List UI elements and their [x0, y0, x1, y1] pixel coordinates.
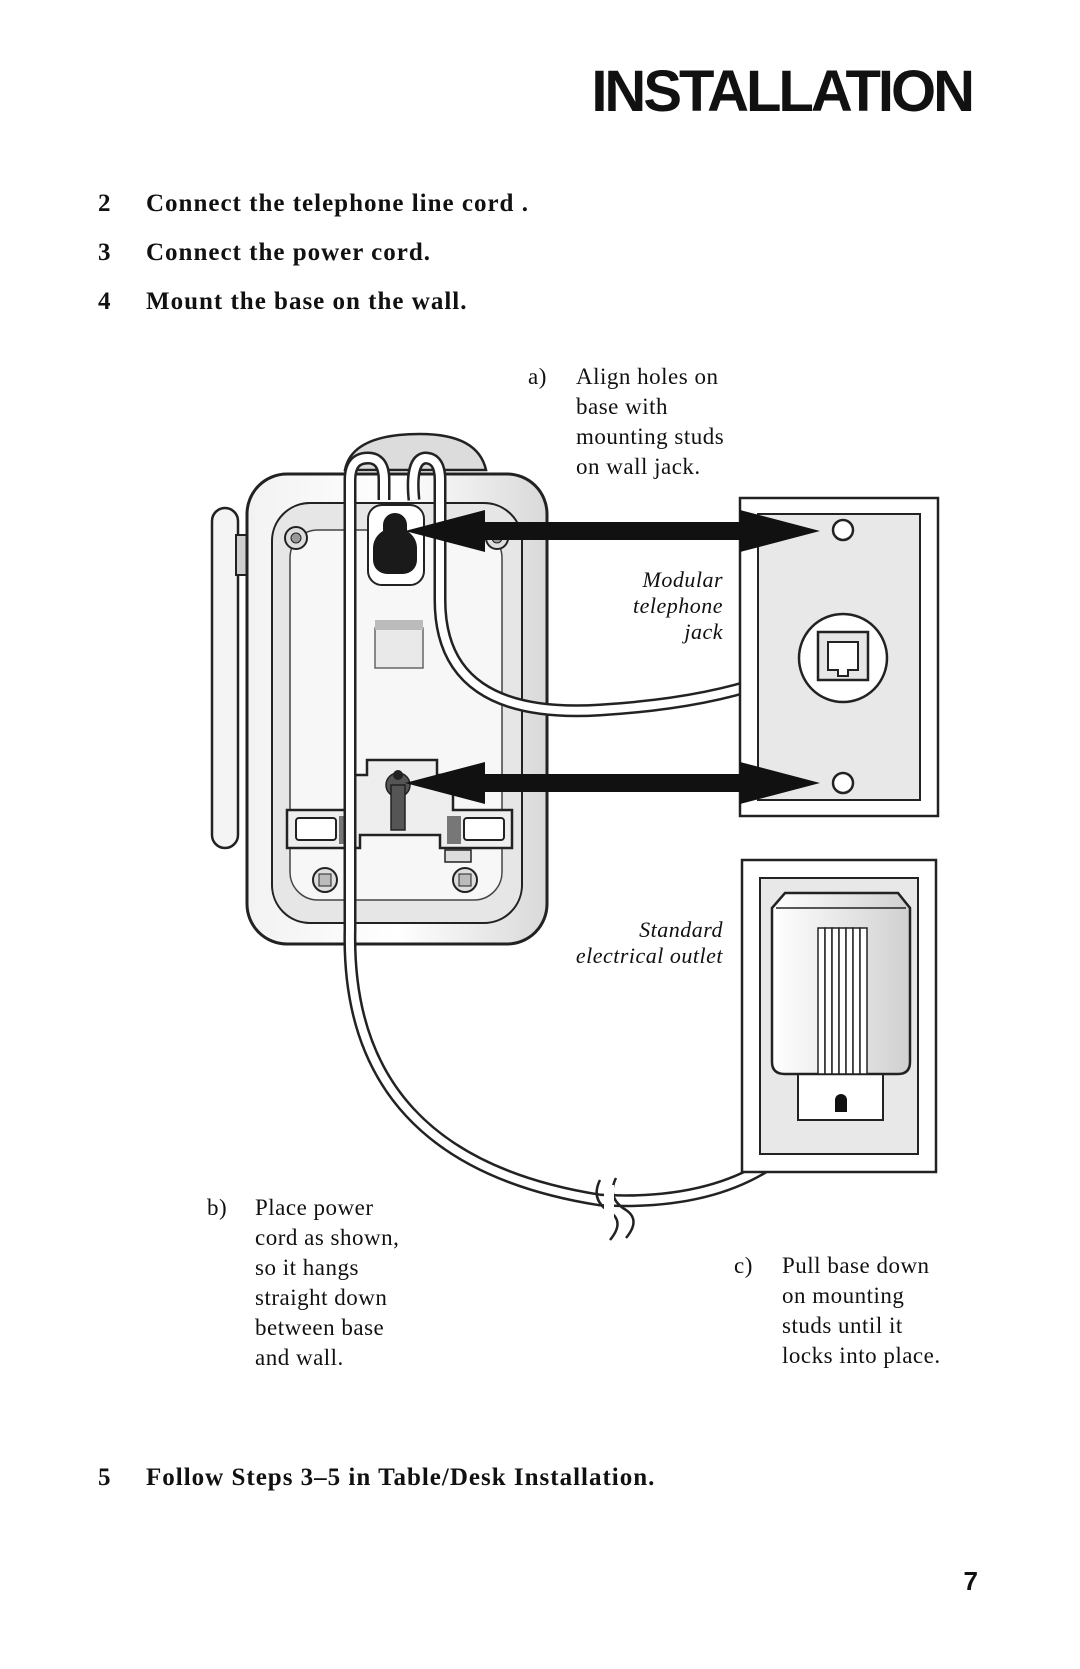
note-text: Align holes on base with mounting studs … [576, 364, 725, 479]
step-number: 3 [98, 239, 112, 266]
phone-base [245, 432, 549, 946]
step-text: Mount the base on the wall. [146, 288, 468, 315]
step-text: Connect the telephone line cord . [146, 190, 529, 217]
step-number: 2 [98, 190, 112, 217]
step-number: 5 [98, 1464, 112, 1491]
page-title: INSTALLATION [591, 59, 975, 124]
alignment-arrow-top [405, 510, 820, 552]
step-5: 5 Follow Steps 3–5 in Table/Desk Installa… [98, 1464, 655, 1492]
modular-telephone-jack [738, 496, 940, 818]
antenna-icon [210, 506, 251, 850]
page-number: 7 [963, 1566, 978, 1596]
step-text: Follow Steps 3–5 in Table/Desk Installat… [146, 1464, 656, 1491]
telephone-line-cord [406, 451, 834, 718]
note-text: Place power cord as shown, so it hangs s… [255, 1195, 400, 1370]
step-2: 2 Connect the telephone line cord . [98, 190, 529, 218]
electrical-outlet [740, 858, 938, 1174]
note-label: c) [734, 1253, 753, 1278]
step-text: Connect the power cord. [146, 239, 431, 266]
alignment-arrow-bottom [405, 762, 820, 804]
outlet-caption: Standard electrical outlet [575, 917, 723, 968]
note-label: a) [528, 364, 547, 389]
note-text: Pull base down on mounting studs until i… [782, 1253, 941, 1368]
jack-caption: Modular telephone jack [632, 567, 723, 644]
step-3: 3 Connect the power cord. [98, 239, 431, 267]
step-4: 4 Mount the base on the wall. [98, 288, 467, 316]
step-number: 4 [98, 288, 112, 315]
note-label: b) [207, 1195, 228, 1220]
